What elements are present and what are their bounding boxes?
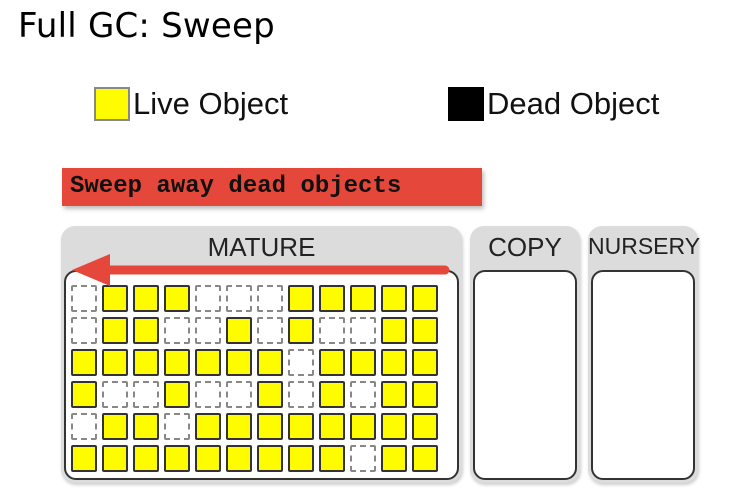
live-object <box>102 349 128 376</box>
live-object <box>412 317 438 344</box>
live-object <box>133 413 159 440</box>
copy-region: COPY <box>470 226 580 483</box>
live-object <box>133 349 159 376</box>
nursery-region: NURSERY <box>588 226 701 483</box>
free-slot <box>288 381 314 408</box>
live-object <box>381 381 407 408</box>
live-object <box>350 285 376 312</box>
live-object <box>319 285 345 312</box>
live-object <box>412 285 438 312</box>
nursery-label: NURSERY <box>588 233 701 259</box>
free-slot <box>195 285 221 312</box>
live-object <box>350 413 376 440</box>
live-object <box>381 317 407 344</box>
live-swatch-icon <box>94 87 130 121</box>
free-slot <box>288 349 314 376</box>
live-object <box>71 445 97 472</box>
live-object <box>319 413 345 440</box>
live-object <box>412 381 438 408</box>
live-object <box>195 445 221 472</box>
free-slot <box>164 317 190 344</box>
live-object <box>319 445 345 472</box>
live-object <box>288 317 314 344</box>
live-object <box>133 285 159 312</box>
live-object <box>102 317 128 344</box>
live-object <box>381 349 407 376</box>
free-slot <box>257 285 283 312</box>
live-object <box>412 445 438 472</box>
live-object <box>102 445 128 472</box>
live-object <box>288 413 314 440</box>
free-slot <box>226 285 252 312</box>
live-object <box>71 381 97 408</box>
live-object <box>257 349 283 376</box>
legend-live-label: Live Object <box>133 86 289 121</box>
live-object <box>102 285 128 312</box>
free-slot <box>133 381 159 408</box>
legend-live: Live Object <box>94 86 288 122</box>
copy-label: COPY <box>488 232 562 262</box>
live-object <box>164 381 190 408</box>
live-object <box>195 349 221 376</box>
live-object <box>319 349 345 376</box>
live-object <box>288 445 314 472</box>
live-object <box>195 413 221 440</box>
live-object <box>226 349 252 376</box>
live-object <box>257 381 283 408</box>
object-grid <box>71 285 438 472</box>
live-object <box>319 381 345 408</box>
sweep-banner: Sweep away dead objects <box>62 168 482 206</box>
live-object <box>412 413 438 440</box>
live-object <box>164 445 190 472</box>
live-object <box>133 317 159 344</box>
free-slot <box>71 317 97 344</box>
free-slot <box>71 285 97 312</box>
copy-space <box>473 270 577 480</box>
live-object <box>257 413 283 440</box>
live-object <box>226 317 252 344</box>
live-object <box>257 445 283 472</box>
live-object <box>226 445 252 472</box>
free-slot <box>164 413 190 440</box>
mature-label: MATURE <box>207 232 316 262</box>
free-slot <box>195 381 221 408</box>
dead-swatch-icon <box>448 87 484 121</box>
live-object <box>350 349 376 376</box>
live-object <box>71 349 97 376</box>
live-object <box>288 285 314 312</box>
free-slot <box>350 317 376 344</box>
nursery-space <box>591 270 695 480</box>
live-object <box>102 413 128 440</box>
live-object <box>164 285 190 312</box>
live-object <box>164 349 190 376</box>
free-slot <box>102 381 128 408</box>
free-slot <box>195 317 221 344</box>
free-slot <box>319 317 345 344</box>
legend-dead: Dead Object <box>448 86 659 122</box>
live-object <box>133 445 159 472</box>
page-title: Full GC: Sweep <box>18 6 275 46</box>
live-object <box>226 413 252 440</box>
live-object <box>381 285 407 312</box>
live-object <box>412 349 438 376</box>
free-slot <box>257 317 283 344</box>
live-object <box>381 445 407 472</box>
live-object <box>381 413 407 440</box>
free-slot <box>226 381 252 408</box>
free-slot <box>350 381 376 408</box>
legend-dead-label: Dead Object <box>487 86 660 121</box>
free-slot <box>71 413 97 440</box>
free-slot <box>350 445 376 472</box>
